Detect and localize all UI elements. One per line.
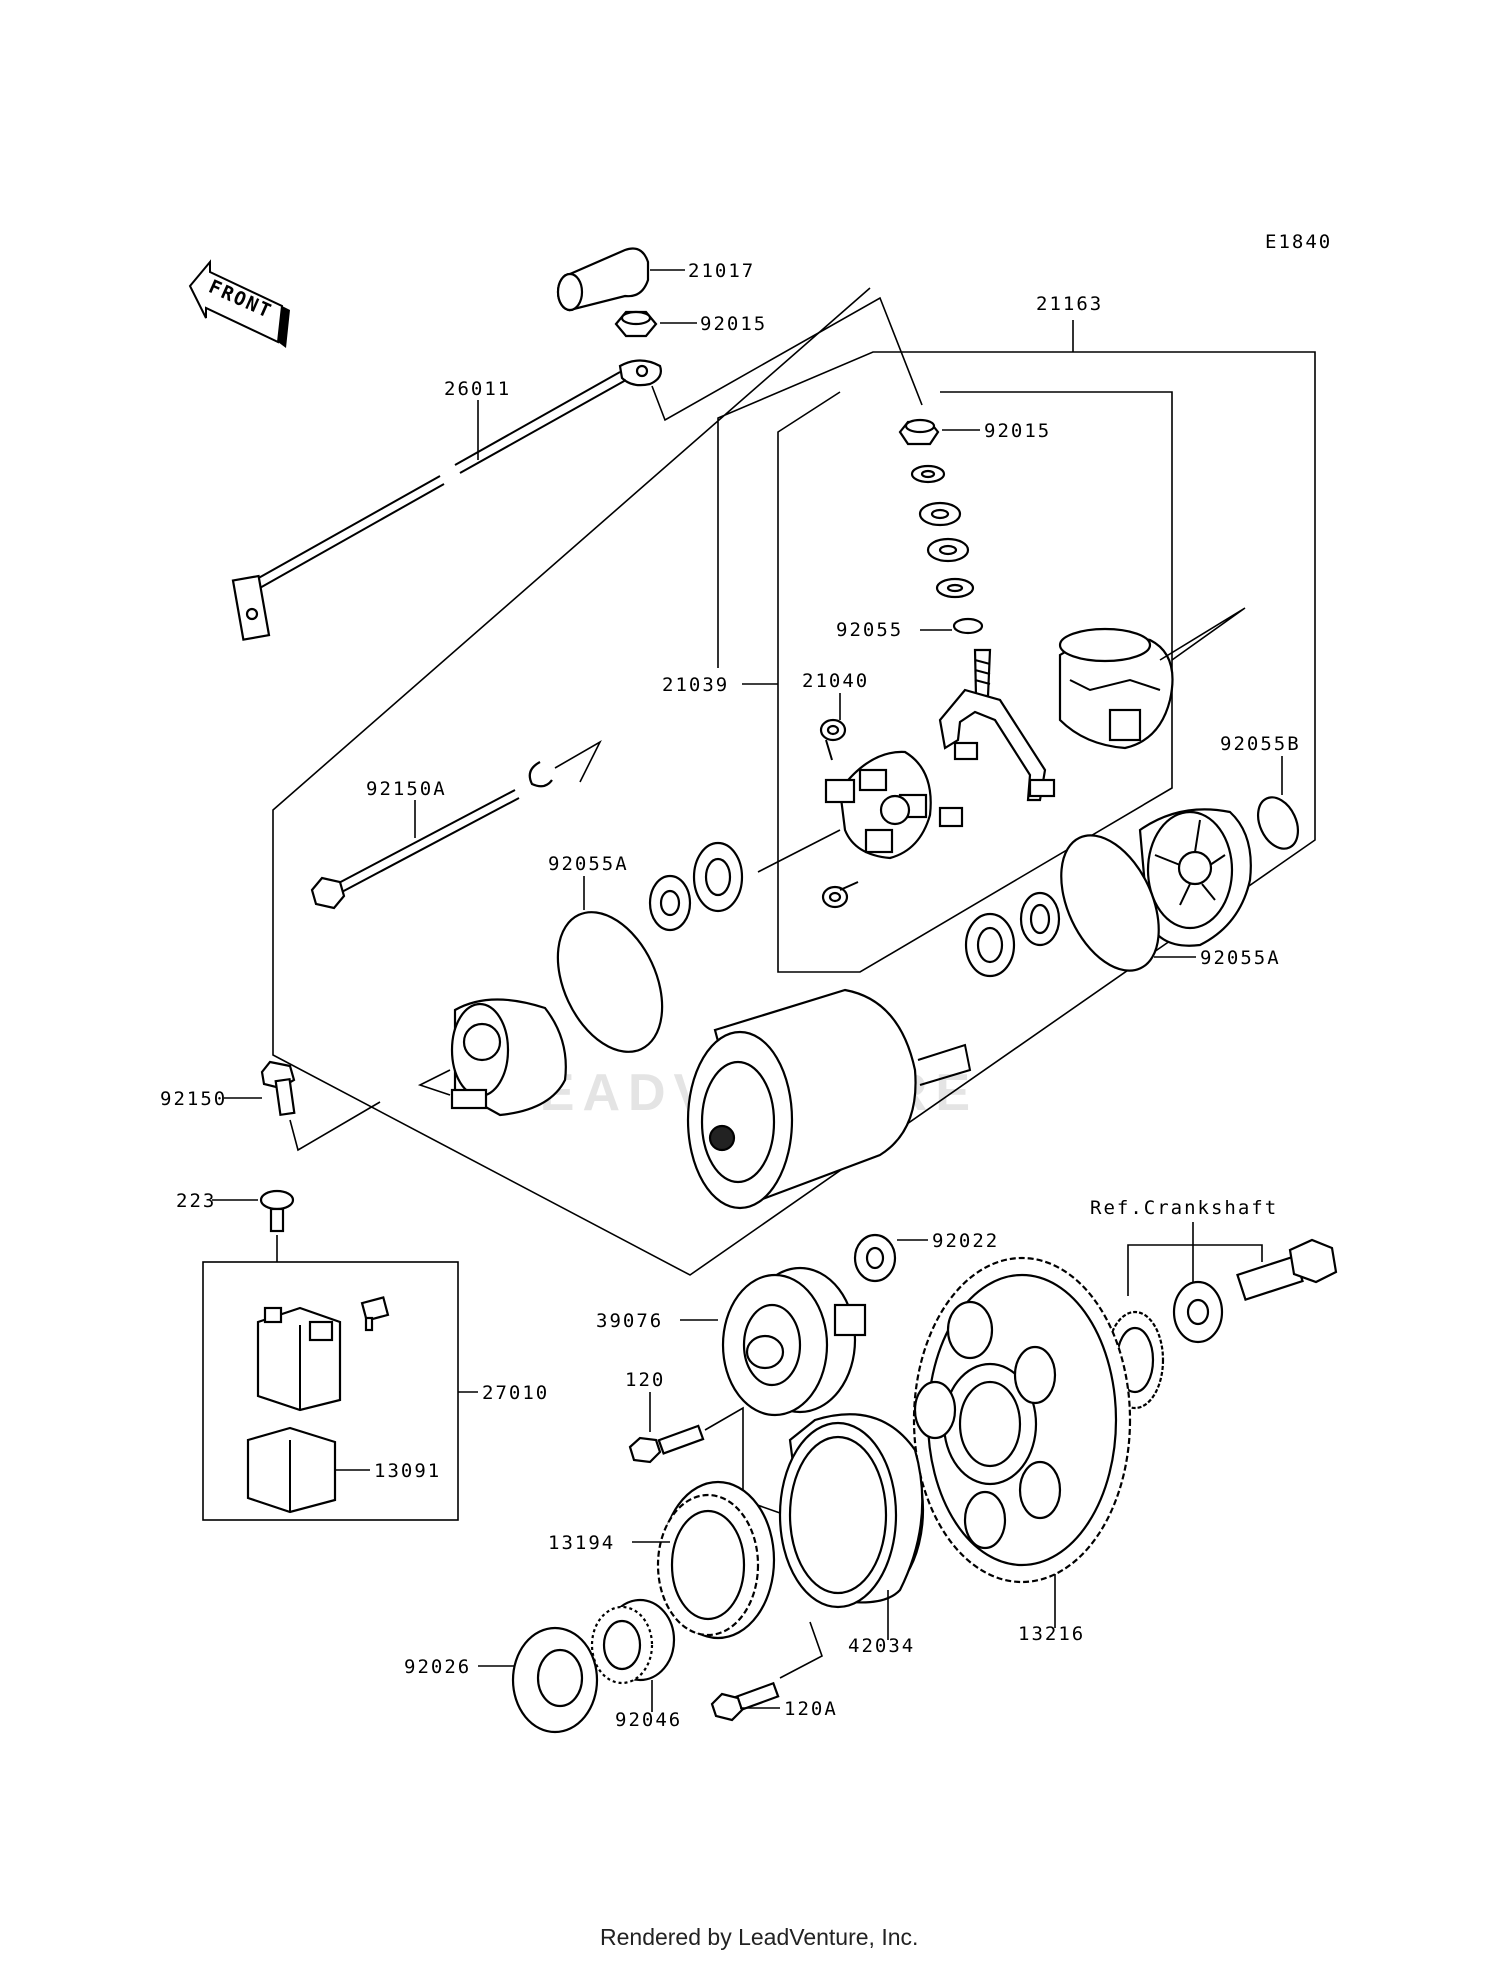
cable-26011	[231, 359, 662, 641]
seal-right	[1019, 891, 1061, 947]
starter-clutch-gear-13216	[912, 1256, 1132, 1584]
clutch-housing-42034	[778, 1413, 925, 1609]
screw-223	[259, 1189, 295, 1233]
label-120a: 120A	[784, 1698, 838, 1720]
label-21163: 21163	[1036, 293, 1103, 315]
label-92015-top: 92015	[700, 313, 767, 335]
label-ref-crankshaft: Ref.Crankshaft	[1090, 1197, 1278, 1219]
crank-washer	[1172, 1280, 1224, 1344]
label-13194: 13194	[548, 1532, 615, 1554]
oring-92055a-right	[1060, 834, 1160, 972]
idle-gear-39076	[721, 1266, 867, 1417]
label-27010: 27010	[482, 1382, 549, 1404]
bearing-right	[964, 912, 1016, 978]
label-92055: 92055	[836, 619, 903, 641]
label-92015-assembly: 92015	[984, 420, 1051, 442]
brush-cover	[1058, 627, 1174, 750]
relay-cover-13091	[246, 1426, 337, 1514]
cap-21017	[556, 247, 650, 312]
washer-92022	[853, 1233, 897, 1283]
oring-92055b	[1256, 796, 1300, 850]
diagram-code: E1840	[1265, 231, 1332, 253]
label-92055a-right: 92055A	[1200, 947, 1281, 969]
label-39076: 39076	[596, 1310, 663, 1332]
fuse	[360, 1296, 390, 1332]
end-cover-left	[450, 998, 567, 1117]
bolt-92150	[260, 1060, 296, 1117]
washer-92026	[511, 1626, 599, 1734]
spring-lower	[821, 881, 859, 909]
label-26011: 26011	[444, 378, 511, 400]
oring-92055	[952, 617, 984, 635]
label-92150: 92150	[160, 1088, 227, 1110]
label-21017: 21017	[688, 260, 755, 282]
label-92150a: 92150A	[366, 778, 447, 800]
label-21040: 21040	[802, 670, 869, 692]
bolt-120a	[710, 1681, 780, 1722]
front-label: FRONT	[205, 276, 275, 323]
clip	[528, 761, 553, 788]
starter-relay	[256, 1306, 342, 1412]
relay-group-box	[202, 1261, 459, 1521]
oring-92055a-left	[556, 911, 664, 1053]
nut-92015-assembly	[898, 418, 940, 446]
bolt-120	[628, 1424, 705, 1464]
bolt-92150a	[310, 789, 520, 910]
front-direction-arrow: FRONT	[188, 259, 290, 348]
washer-stack	[910, 464, 975, 599]
label-21039: 21039	[662, 674, 729, 696]
label-92055b: 92055B	[1220, 733, 1301, 755]
label-92026: 92026	[404, 1656, 471, 1678]
label-13091: 13091	[374, 1460, 441, 1482]
brush-plate	[824, 750, 964, 860]
label-120: 120	[625, 1369, 665, 1391]
spring-21040	[819, 718, 847, 761]
brush-terminal	[938, 648, 1056, 802]
bearing-left	[692, 841, 744, 913]
label-42034: 42034	[848, 1635, 915, 1657]
footer-credit: Rendered by LeadVenture, Inc.	[600, 1924, 918, 1950]
crank-bolt	[1236, 1238, 1338, 1302]
label-223: 223	[176, 1190, 216, 1212]
armature-yoke	[686, 988, 972, 1210]
label-92022: 92022	[932, 1230, 999, 1252]
label-92055a-left: 92055A	[548, 853, 629, 875]
one-way-clutch-13194	[656, 1480, 776, 1640]
washer-left	[648, 874, 692, 932]
label-13216: 13216	[1018, 1623, 1085, 1645]
end-cover-right	[1138, 808, 1252, 947]
label-92046: 92046	[615, 1709, 682, 1731]
needle-bearing-92046	[590, 1598, 676, 1685]
nut-92015-top	[614, 310, 658, 338]
